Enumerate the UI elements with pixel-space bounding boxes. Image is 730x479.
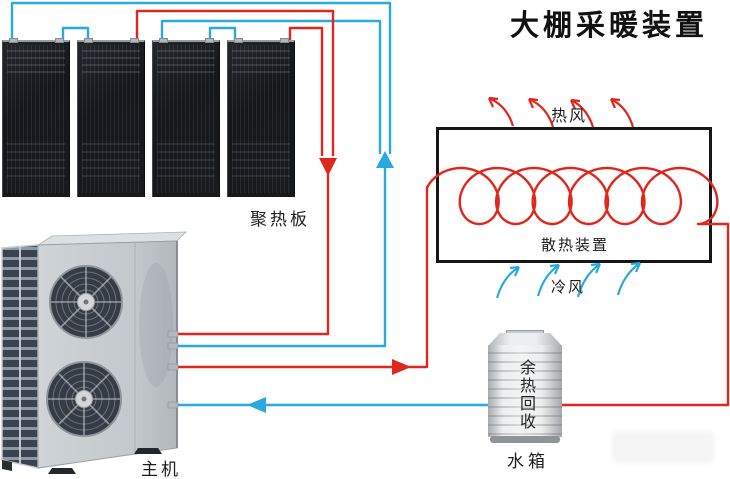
hot-pipe-panel4-header <box>288 26 324 156</box>
foot <box>2 460 12 471</box>
panel-texture <box>7 143 65 183</box>
panel-texture <box>157 143 215 183</box>
tank-body-text: 余热回收 <box>517 359 534 431</box>
tank-shoulder <box>488 333 562 346</box>
label-main-unit: 主机 <box>141 460 181 479</box>
label-water-tank: 水箱 <box>507 452 549 471</box>
panel-texture <box>82 143 140 183</box>
cold-air-arrow-icon <box>536 263 561 297</box>
hot-air-arrows <box>487 96 635 128</box>
panel-connector <box>55 38 64 43</box>
foot <box>48 468 76 474</box>
panel-connector <box>234 38 243 43</box>
panel-connector <box>205 38 214 43</box>
watermark-smudge <box>612 431 714 463</box>
collector-panel <box>152 38 220 197</box>
hot-air-arrow-icon <box>569 98 595 128</box>
panel-connector <box>84 38 93 43</box>
cold-pipe-top-second <box>160 19 382 154</box>
label-hot-air: 热风 <box>551 108 588 125</box>
hot-air-arrow-icon <box>609 97 635 128</box>
hot-pipe-panel2-header <box>135 9 335 156</box>
foot <box>134 448 162 454</box>
collector-panel <box>2 38 70 197</box>
cold-bridge-panel1-2 <box>61 26 90 44</box>
fan-bottom <box>46 361 122 437</box>
cold-bridge-panel3-4 <box>208 26 237 44</box>
label-cold-air: 冷风 <box>551 279 586 296</box>
flow-arrow-down-icon <box>319 158 337 176</box>
collector-panel <box>227 38 295 197</box>
solar-collector-array <box>2 38 298 198</box>
tank-body <box>488 345 562 437</box>
fan-top <box>49 265 123 339</box>
page-title: 大棚采暖装置 <box>510 10 709 42</box>
cold-pipe-top-main <box>10 1 392 154</box>
label-radiator: 散热装置 <box>541 237 610 254</box>
radiator-box <box>436 127 712 263</box>
label-collectors: 聚热板 <box>250 210 310 229</box>
coil-pipe <box>170 166 730 407</box>
collector-panel <box>77 38 145 197</box>
face-shading <box>139 263 173 387</box>
hot-pipe-to-heatpump <box>170 172 330 336</box>
cold-air-arrow-icon <box>616 261 642 296</box>
cold-air-arrow-icon <box>495 265 521 299</box>
flow-arrow-up-icon <box>376 151 394 168</box>
cold-air-arrow-icon <box>576 262 602 298</box>
cold-air-arrows <box>495 261 642 299</box>
panel-texture <box>232 143 290 183</box>
panel-connector <box>130 38 139 43</box>
hot-air-arrow-icon <box>487 96 515 127</box>
heat-pump-unit <box>1 231 187 474</box>
tank-base <box>490 436 560 443</box>
panel-connector <box>280 38 289 43</box>
flow-arrow-right-icon <box>392 359 411 375</box>
hot-air-arrow-icon <box>527 97 555 128</box>
cold-pipe-to-heatpump <box>170 166 387 348</box>
water-tank: 余热回收 <box>488 330 562 445</box>
panel-connector <box>159 38 168 43</box>
panel-connector <box>9 38 18 43</box>
flow-arrow-left-icon <box>247 397 266 413</box>
pipe-fittings <box>167 330 179 409</box>
